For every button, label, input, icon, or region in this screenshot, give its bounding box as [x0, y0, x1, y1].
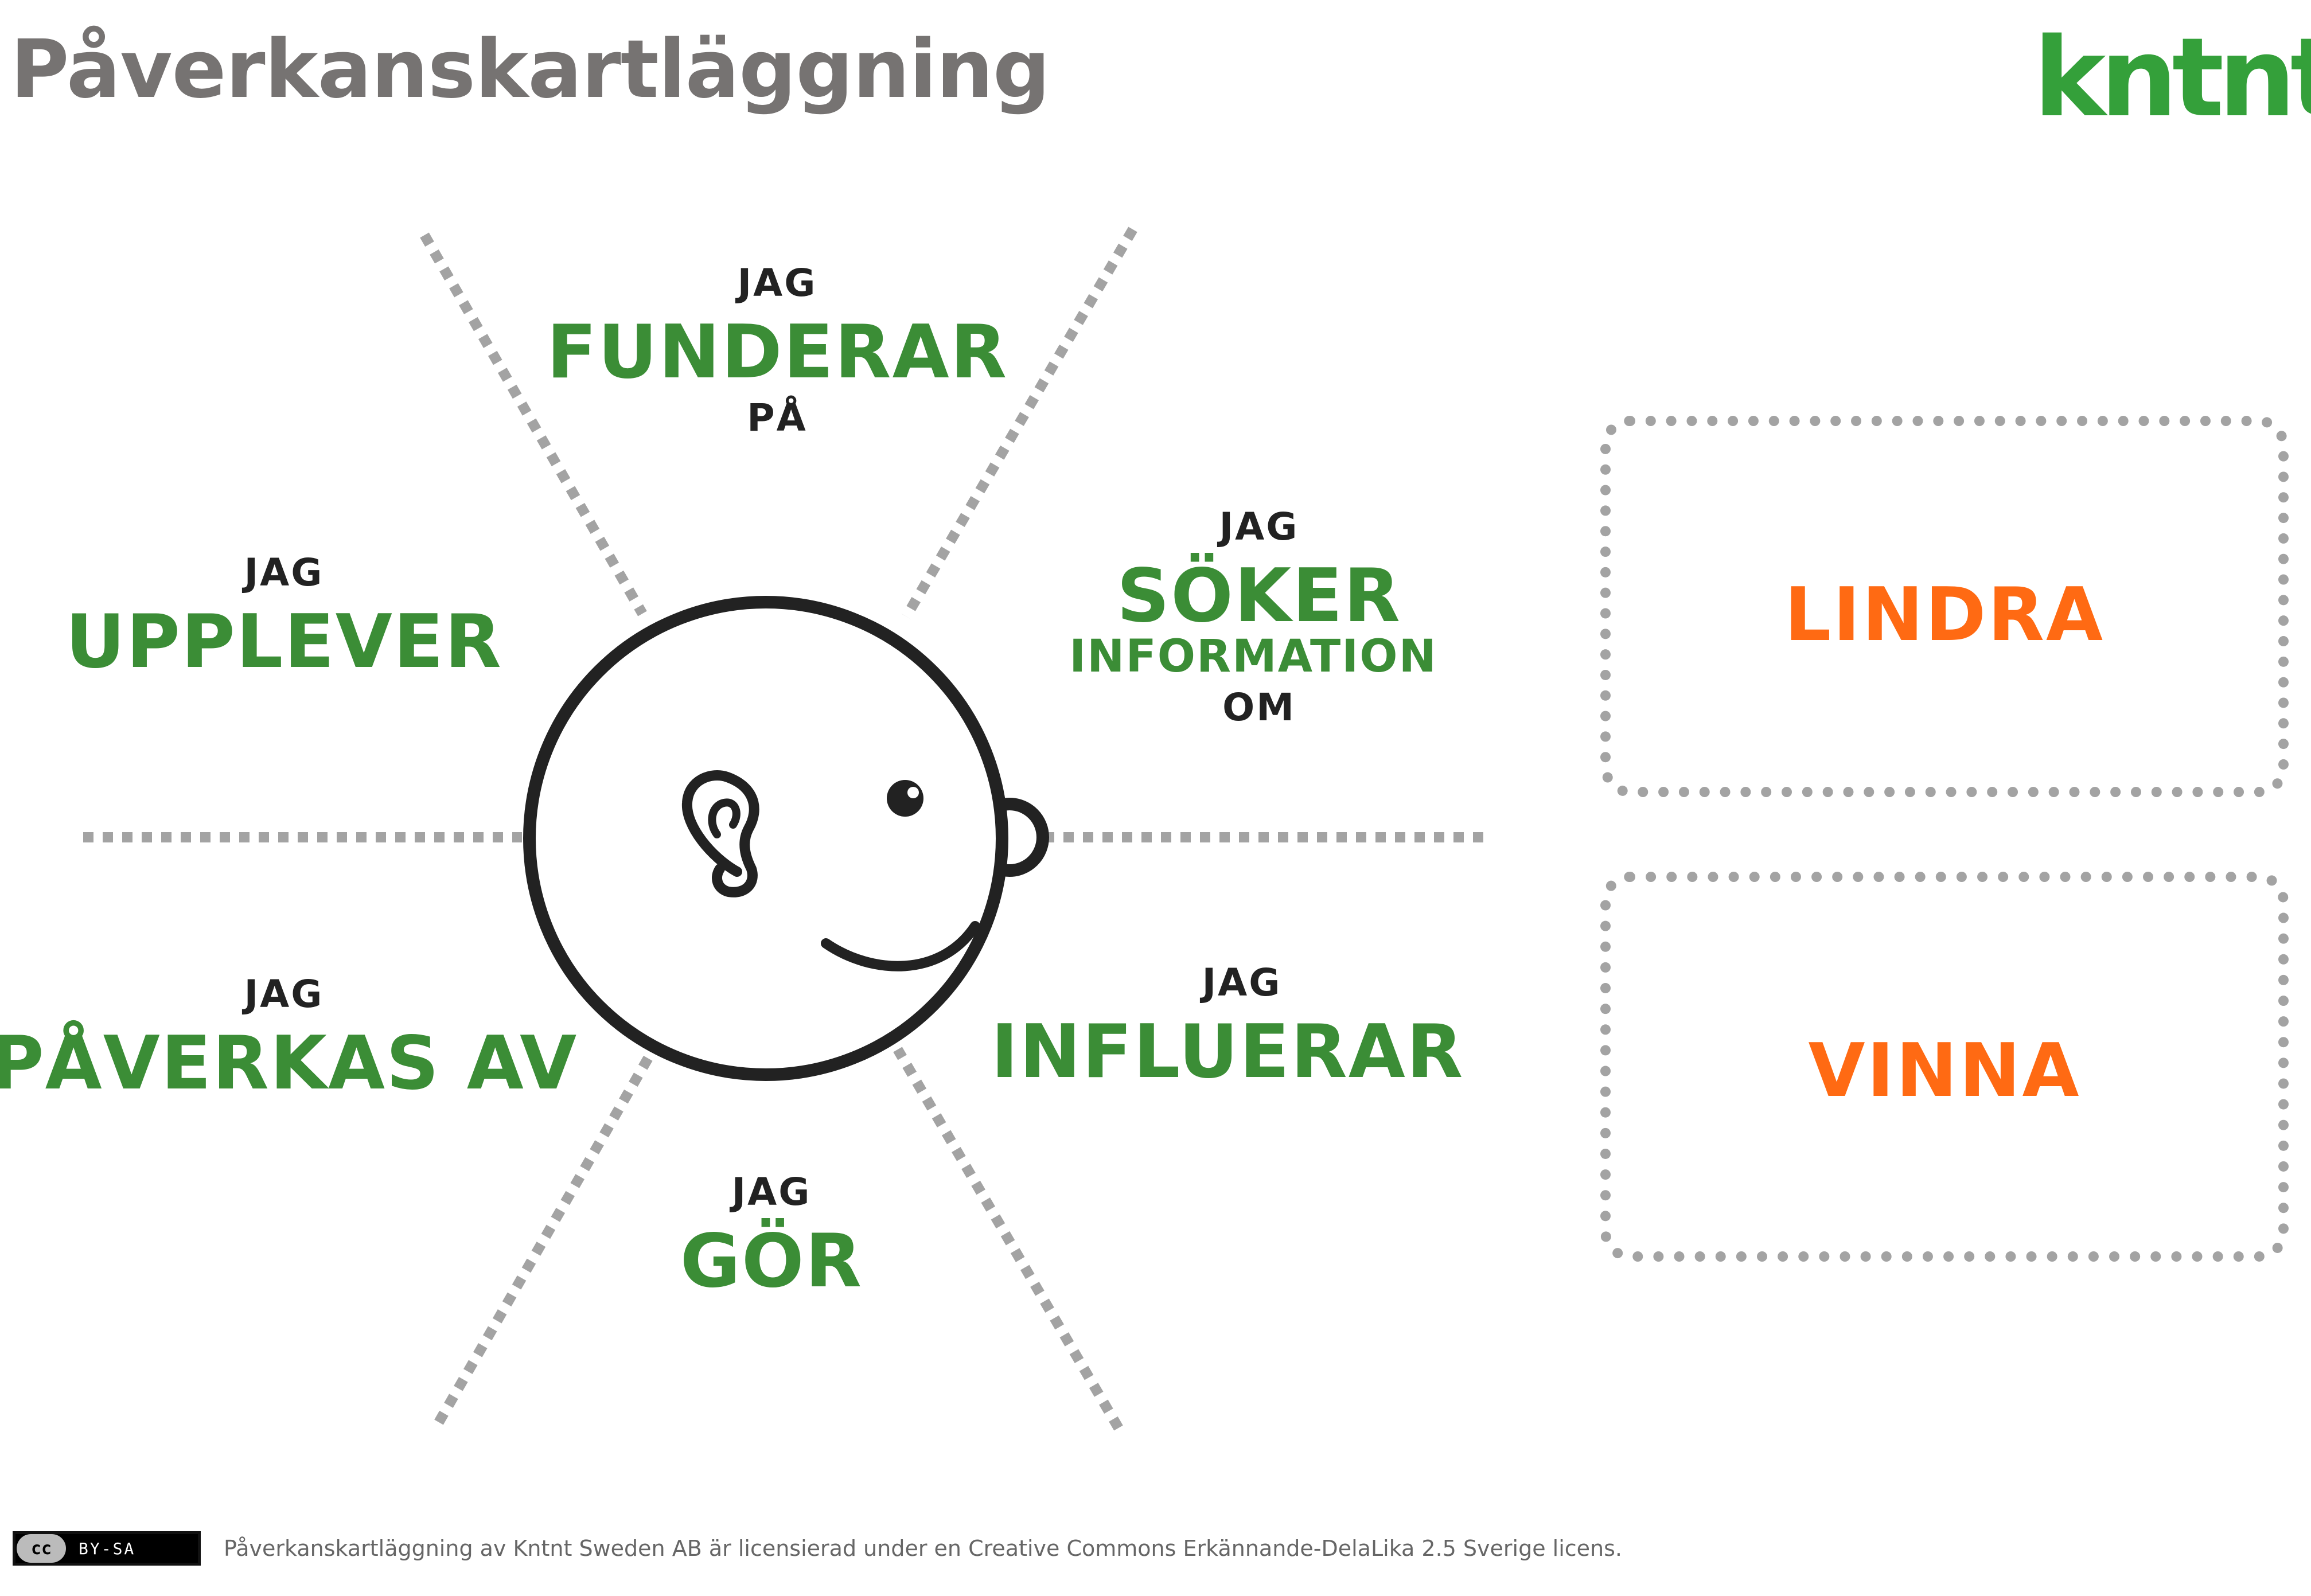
- page-title: Påverkanskartläggning: [10, 23, 1050, 116]
- head-illustration: [523, 594, 1049, 1081]
- divider-bottom-left: [434, 1055, 653, 1425]
- outcome-box-lindra: LINDRA: [1600, 416, 2289, 797]
- divider-top-left: [420, 232, 647, 616]
- segment-funderar-post: PÅ: [747, 396, 808, 440]
- face-ear-icon: [681, 770, 759, 897]
- segment-soker-pre: JAG: [1219, 505, 1299, 549]
- outcome-vinna: VINNA: [1808, 1028, 2081, 1114]
- cc-icon: cc: [17, 1534, 66, 1563]
- license-text: Påverkanskartläggning av Kntnt Sweden AB…: [224, 1536, 1623, 1561]
- segment-soker-sub: INFORMATION: [1069, 631, 1437, 682]
- segment-funderar-main: FUNDERAR: [546, 310, 1008, 395]
- divider-bottom-right: [893, 1047, 1123, 1431]
- cc-license-badge[interactable]: cc BY-SA: [13, 1531, 201, 1566]
- segment-influerar-pre: JAG: [1202, 961, 1282, 1005]
- segment-upplever-pre: JAG: [244, 551, 324, 595]
- inner-ear-curve: [708, 798, 741, 838]
- segment-paverkas-main: PÅVERKAS AV: [0, 1021, 578, 1106]
- segment-soker-post: OM: [1222, 685, 1296, 729]
- kntnt-logo: kntnt: [2033, 14, 2311, 141]
- face-smile: [821, 921, 980, 971]
- segment-influerar-main: INFLUERAR: [991, 1009, 1464, 1095]
- segment-paverkas-pre: JAG: [244, 972, 324, 1016]
- segment-funderar-pre: JAG: [737, 261, 817, 305]
- divider-top-right: [902, 227, 1137, 619]
- divider-lines: [83, 227, 1491, 1431]
- cc-badge-label: BY-SA: [79, 1539, 136, 1558]
- eye-highlight: [907, 787, 919, 798]
- segment-upplever-main: UPPLEVER: [65, 599, 502, 685]
- segment-soker-main: SÖKER: [1116, 553, 1402, 639]
- segment-gor-pre: JAG: [731, 1170, 812, 1214]
- outcome-lindra: LINDRA: [1784, 572, 2105, 658]
- outcome-box-vinna: VINNA: [1600, 872, 2289, 1262]
- head-circle: [523, 596, 1008, 1081]
- face-eye: [887, 780, 923, 817]
- segment-gor-main: GÖR: [680, 1219, 863, 1304]
